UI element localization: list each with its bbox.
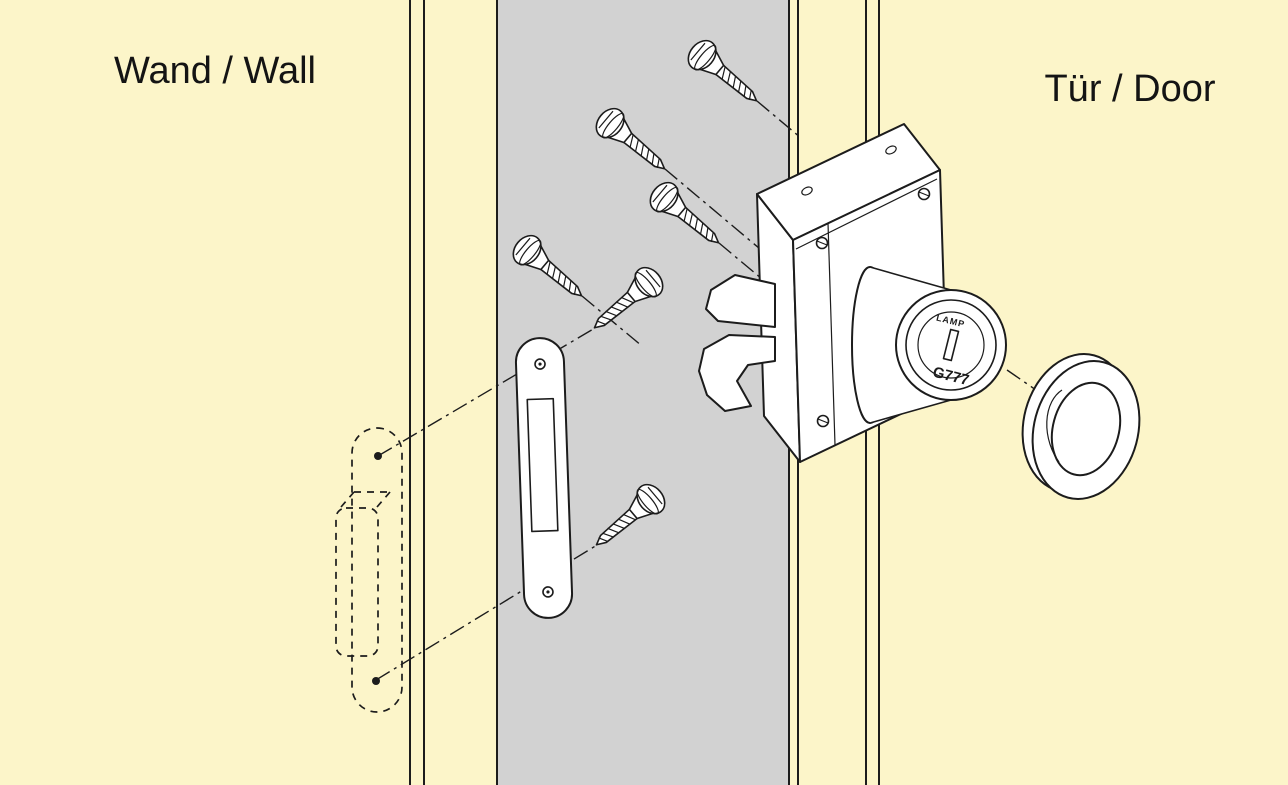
lock-body: LAMP G777 — [698, 123, 1007, 463]
lock-cylinder: LAMP G777 — [851, 266, 1007, 424]
axis-line-lock-screw-4 — [581, 295, 643, 347]
axis-line-lock-screw-2 — [664, 168, 767, 255]
wall-label: Wand / Wall — [114, 50, 316, 92]
door-label: Tür / Door — [1044, 68, 1215, 110]
keyway — [942, 328, 960, 362]
axis-line-lock-screw-1 — [756, 100, 802, 139]
trim-ring — [1021, 353, 1141, 500]
lock-mounting-holes — [815, 187, 931, 428]
strike-plate — [514, 337, 574, 619]
strike-plate-cutout — [526, 397, 559, 533]
wall-recess-dashed — [335, 427, 403, 713]
trim-ring-hole — [1050, 381, 1122, 477]
axis-line-lock-screw-3 — [718, 242, 769, 285]
hook-bolt — [698, 274, 776, 412]
axis-line-ring — [1006, 369, 1037, 391]
